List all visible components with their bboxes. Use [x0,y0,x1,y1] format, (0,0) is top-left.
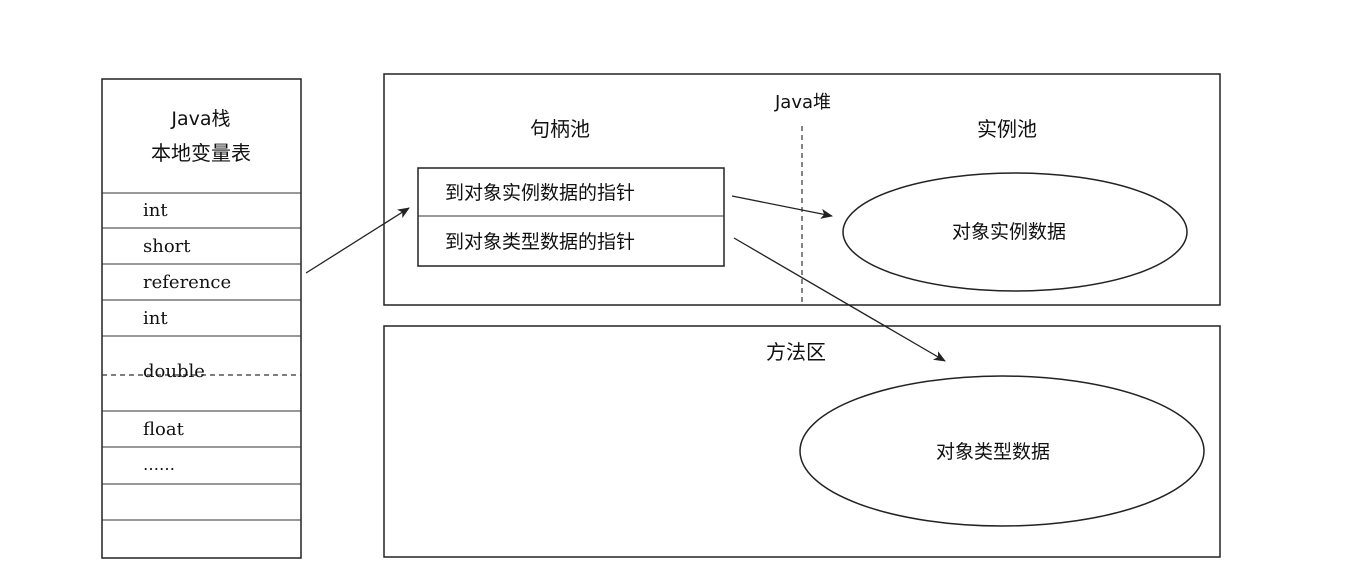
instance-pointer-row: 到对象实例数据的指针 [445,182,635,204]
java-stack-frame [101,78,302,559]
method-area-frame [383,325,1221,558]
instance-data-label: 对象实例数据 [952,221,1066,243]
java-heap: Java堆 句柄池 到对象实例数据的指针 到对象类型数据的指针 实例池 对象实例… [383,73,1221,306]
local-variable-table-title: 本地变量表 [151,141,251,165]
type-pointer-row: 到对象类型数据的指针 [445,231,635,253]
slot-ellipsis: …… [143,455,175,474]
instance-pool: 实例池 对象实例数据 [842,117,1188,292]
handle-pool-title: 句柄池 [530,117,590,141]
slot-short: short [143,236,191,257]
java-stack: Java栈 本地变量表 int short reference int doub… [101,78,302,559]
instance-data-ellipse [842,172,1188,292]
handle-pool: 句柄池 到对象实例数据的指针 到对象类型数据的指针 [417,117,725,267]
reference-to-handle-arrow [305,207,410,274]
java-stack-title: Java栈 [170,108,230,130]
type-data-label: 对象类型数据 [936,441,1050,463]
slot-int: int [143,200,168,221]
instance-pool-title: 实例池 [977,117,1037,141]
java-heap-frame [383,73,1221,306]
method-area-title: 方法区 [766,340,826,364]
instance-pointer-arrow [731,195,833,219]
slot-reference: reference [143,272,231,293]
type-data-ellipse [799,375,1205,527]
slot-int-2: int [143,308,168,329]
type-pointer-arrow [733,237,946,362]
slot-float: float [143,419,185,440]
handle-box [417,167,725,267]
method-area: 方法区 对象类型数据 [383,325,1221,558]
slot-double: double [143,361,205,382]
java-heap-title: Java堆 [774,92,831,113]
